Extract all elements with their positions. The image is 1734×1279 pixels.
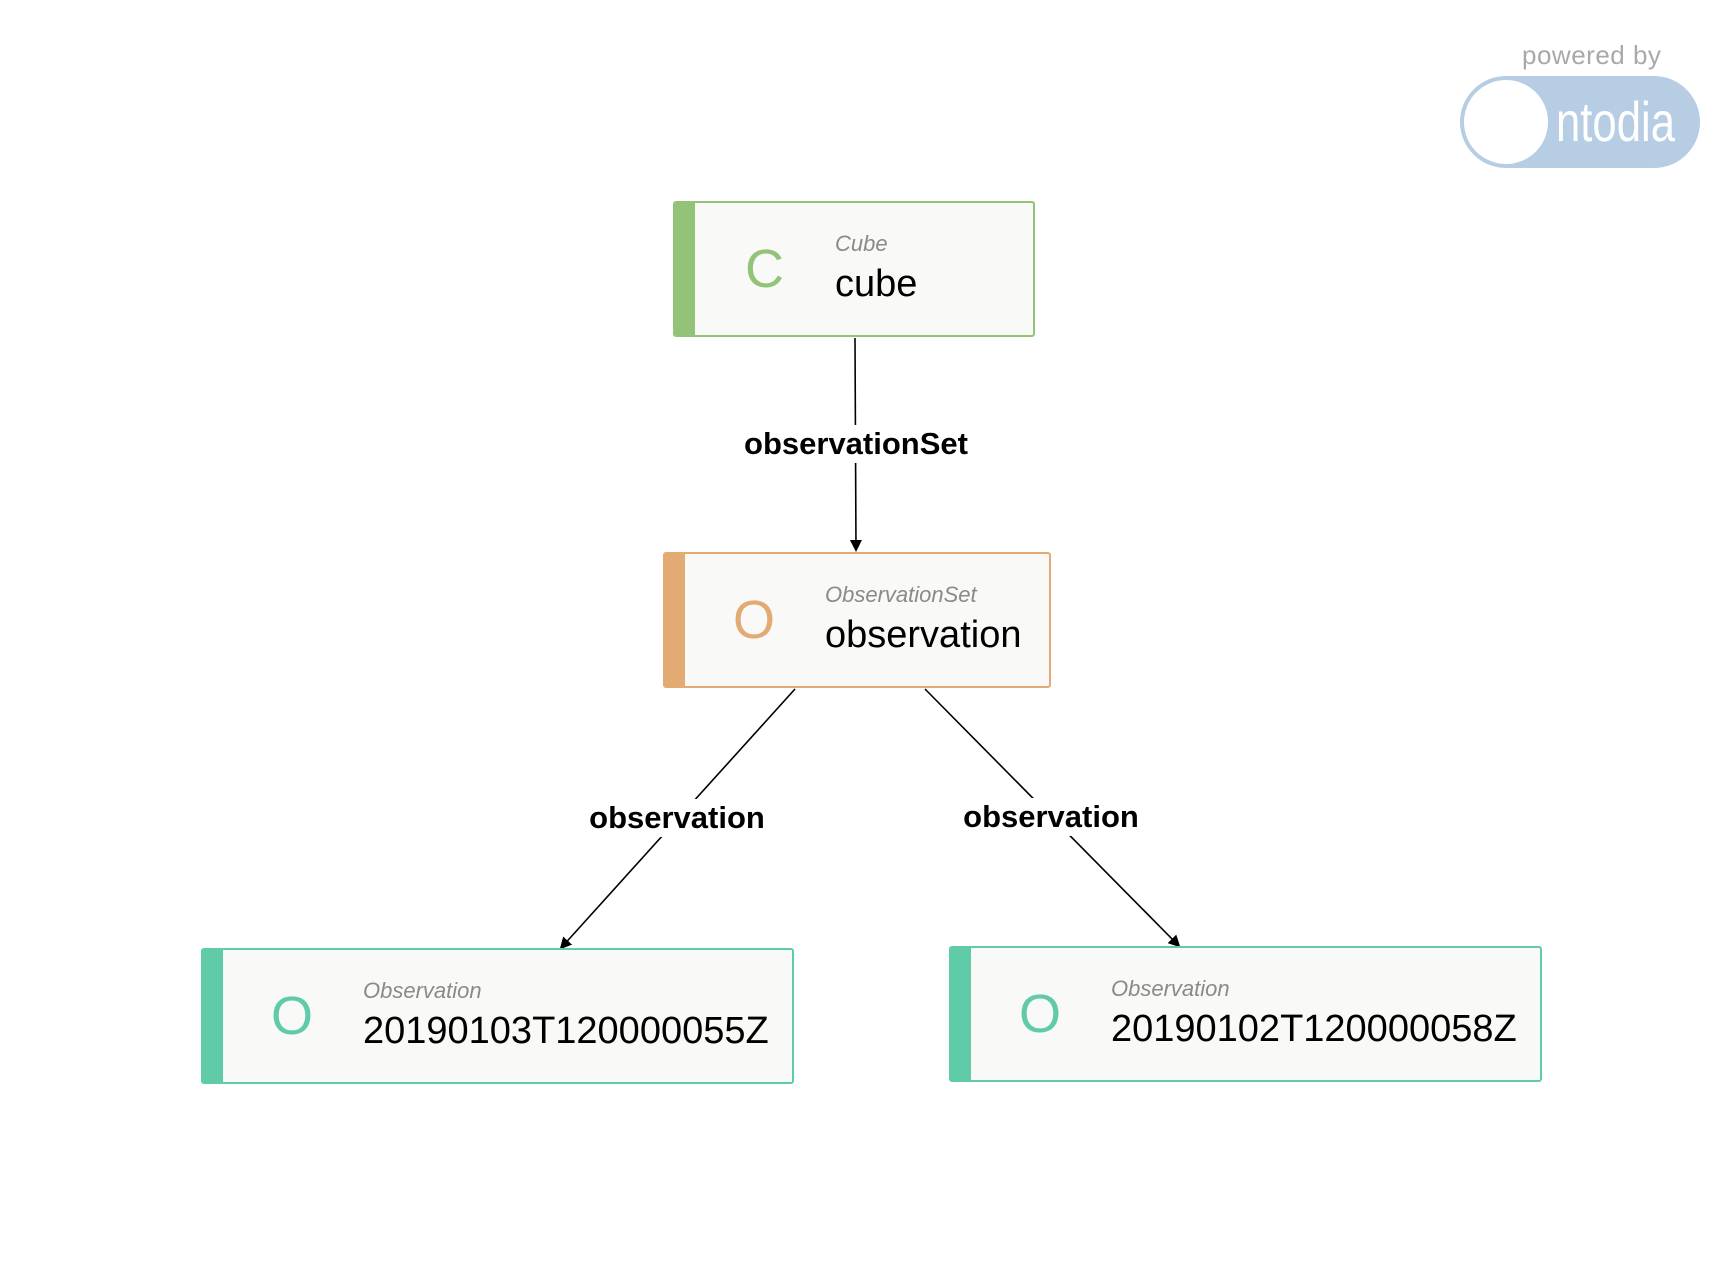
- node-observation-20190102[interactable]: O Observation 20190102T120000058Z: [949, 946, 1542, 1082]
- link-observationset-label[interactable]: observationSet: [740, 424, 972, 464]
- ontodia-watermark-logo[interactable]: powered by ntodia: [1460, 36, 1704, 172]
- logo-brand-text: ntodia: [1556, 90, 1676, 153]
- node-type-label: Cube: [835, 231, 888, 256]
- node-observation-set[interactable]: O ObservationSet observation: [663, 552, 1051, 688]
- node-observation-20190103[interactable]: O Observation 20190103T120000055Z: [201, 948, 794, 1084]
- node-type-letter-icon: O: [733, 590, 776, 650]
- node-label: observation: [825, 614, 1022, 656]
- logo-circle-icon: [1464, 80, 1548, 164]
- node-label: 20190102T120000058Z: [1111, 1008, 1517, 1050]
- node-type-stripe: [203, 950, 223, 1082]
- node-type-label: ObservationSet: [825, 582, 977, 607]
- node-type-letter-icon: C: [745, 239, 784, 299]
- node-label: cube: [835, 263, 918, 305]
- node-type-stripe: [665, 554, 685, 686]
- node-type-stripe: [951, 948, 971, 1080]
- powered-by-text: powered by: [1522, 40, 1662, 70]
- node-label: 20190103T120000055Z: [363, 1010, 769, 1052]
- node-type-stripe: [675, 203, 695, 335]
- node-type-letter-icon: O: [271, 986, 314, 1046]
- link-observation-left-label[interactable]: observation: [585, 798, 769, 838]
- node-type-label: Observation: [363, 978, 482, 1003]
- link-observation-right-label[interactable]: observation: [959, 797, 1143, 837]
- node-type-letter-icon: O: [1019, 984, 1062, 1044]
- node-cube[interactable]: C Cube cube: [673, 201, 1035, 337]
- node-type-label: Observation: [1111, 976, 1230, 1001]
